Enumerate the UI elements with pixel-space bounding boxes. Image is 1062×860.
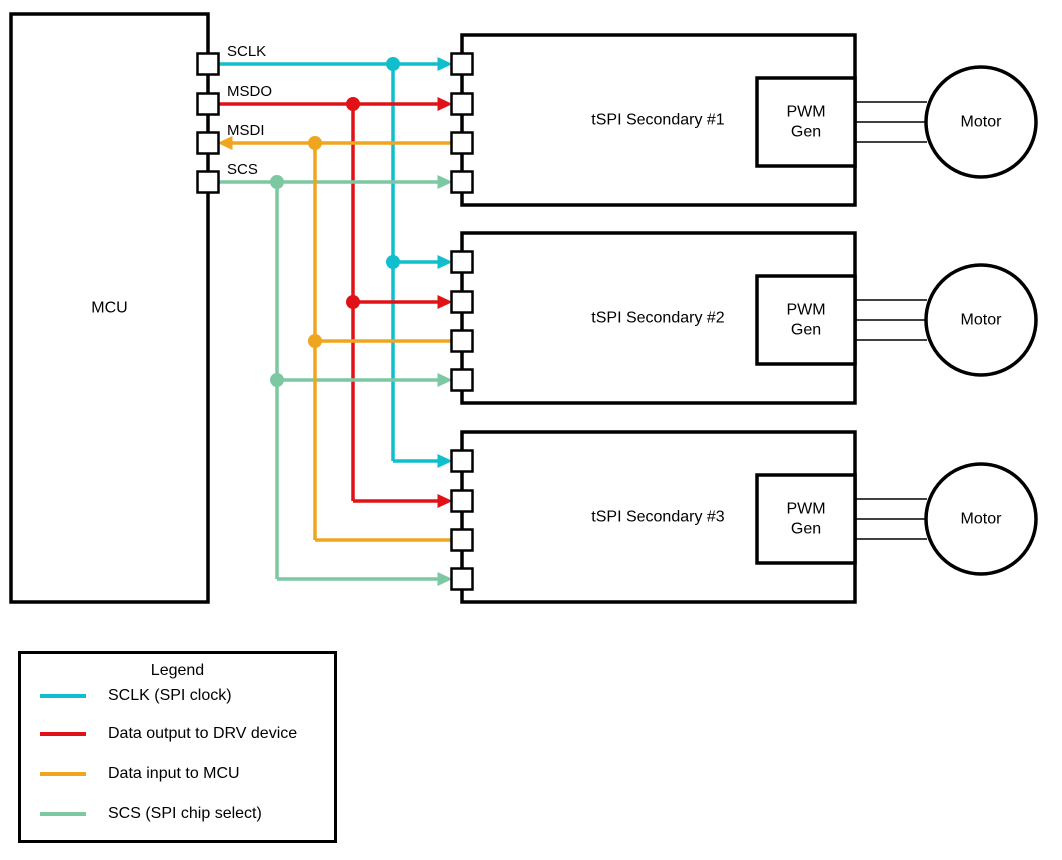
mcu-pin-label: SCS [227, 161, 258, 178]
junction-dot [386, 255, 400, 269]
mcu-box [9, 12, 210, 604]
device-pin-sclk [450, 52, 474, 76]
pwm-label-line2: Gen [791, 124, 821, 141]
pwm-label-line1: PWM [786, 104, 825, 121]
arrow-into-mcu-icon [217, 136, 233, 150]
junction-dot [308, 334, 322, 348]
legend-label: Data output to DRV device [108, 725, 298, 742]
device-2: tSPI Secondary #2 PWM Gen Motor [450, 231, 1038, 405]
legend-swatch-sclk [40, 694, 86, 698]
pwm-gen-box [755, 473, 857, 565]
device-3: tSPI Secondary #3 PWM Gen Motor [450, 430, 1038, 604]
legend-swatch-msdo [40, 732, 86, 736]
pwm-label-line1: PWM [786, 302, 825, 319]
net-sclk [217, 57, 453, 468]
legend-item-scs: SCS (SPI chip select) [40, 804, 262, 824]
pwm-gen-box [755, 274, 857, 366]
mcu-pin-label: MSDI [227, 122, 265, 139]
device-label: tSPI Secondary #2 [591, 310, 725, 327]
legend-item-msdo: Data output to DRV device [40, 724, 297, 744]
net-scs [217, 175, 453, 586]
arrow-into-device-icon [437, 175, 453, 189]
arrow-into-device-icon [437, 572, 453, 586]
legend-label: SCS (SPI chip select) [108, 805, 262, 822]
legend-swatch-scs [40, 812, 86, 816]
motor-label: Motor [961, 511, 1003, 528]
arrow-into-device-icon [437, 97, 453, 111]
device-label: tSPI Secondary #1 [591, 112, 725, 129]
motor-circle [924, 65, 1038, 179]
device-pin-msdo [450, 290, 474, 314]
junction-dot [270, 373, 284, 387]
motor-circle [924, 462, 1038, 576]
net-msdo [217, 97, 453, 508]
motor-circle [924, 263, 1038, 377]
arrow-into-device-icon [437, 57, 453, 71]
legend-item-msdi: Data input to MCU [40, 764, 240, 784]
device-pin-msdo [450, 489, 474, 513]
junction-dot [386, 57, 400, 71]
device-pin-sclk [450, 250, 474, 274]
device-pin-msdi [450, 329, 474, 353]
arrow-into-device-icon [437, 454, 453, 468]
junction-dot [270, 175, 284, 189]
arrow-into-device-icon [437, 295, 453, 309]
pwm-label-line1: PWM [786, 501, 825, 518]
mcu-block: MCU SCLK MSDO MSDI SCS [9, 12, 272, 604]
device-pin-scs [450, 170, 474, 194]
junction-dot [346, 97, 360, 111]
motor-label: Motor [961, 114, 1003, 131]
pwm-label-line2: Gen [791, 322, 821, 339]
legend: Legend SCLK (SPI clock) Data output to D… [18, 651, 337, 843]
mcu-pin-msdi [196, 131, 220, 155]
net-msdi [217, 136, 453, 542]
mcu-label: MCU [91, 300, 127, 317]
junction-dot [346, 295, 360, 309]
mcu-pin-label: SCLK [227, 43, 266, 60]
device-1: tSPI Secondary #1 PWM Gen Motor [450, 33, 1038, 207]
mcu-pin-label: MSDO [227, 83, 272, 100]
mcu-pin-msdo [196, 92, 220, 116]
device-pin-msdi [450, 131, 474, 155]
legend-swatch-msdi [40, 772, 86, 776]
device-label: tSPI Secondary #3 [591, 509, 725, 526]
mcu-pin-scs [196, 170, 220, 194]
legend-label: SCLK (SPI clock) [108, 687, 232, 704]
pwm-gen-box [755, 76, 857, 168]
device-pin-scs [450, 368, 474, 392]
legend-item-sclk: SCLK (SPI clock) [40, 686, 232, 706]
junction-dot [308, 136, 322, 150]
device-pin-scs [450, 567, 474, 591]
arrow-into-device-icon [437, 494, 453, 508]
device-pin-sclk [450, 449, 474, 473]
motor-label: Motor [961, 312, 1003, 329]
arrow-into-device-icon [437, 373, 453, 387]
device-pin-msdi [450, 528, 474, 552]
arrow-into-device-icon [437, 255, 453, 269]
legend-title: Legend [150, 662, 205, 679]
device-pin-msdo [450, 92, 474, 116]
mcu-pin-sclk [196, 52, 220, 76]
pwm-label-line2: Gen [791, 521, 821, 538]
legend-label: Data input to MCU [108, 765, 240, 782]
